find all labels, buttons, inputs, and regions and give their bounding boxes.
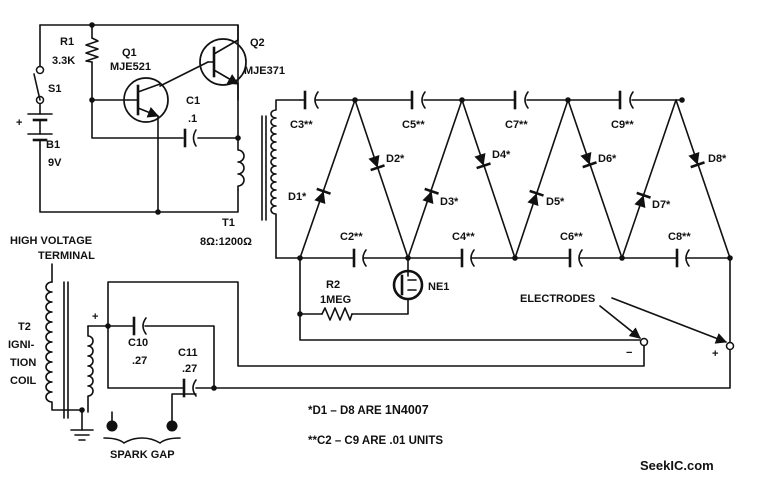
cap-c3 xyxy=(303,90,319,110)
diode-d6 xyxy=(580,151,597,169)
cap-c8 xyxy=(675,248,690,268)
spark-gap xyxy=(103,393,197,444)
b1-polarity: + xyxy=(16,117,22,129)
cap-c2-label: C2** xyxy=(340,231,363,243)
c1-capacitor xyxy=(183,128,197,148)
r1-resistor xyxy=(85,37,99,63)
diode-d4 xyxy=(474,152,491,170)
cap-c11-label: C11 xyxy=(178,347,198,359)
diode-d1-label: D1* xyxy=(288,191,307,203)
t1-ratio: 8Ω:1200Ω xyxy=(200,236,252,248)
b1-label: B1 xyxy=(46,139,60,151)
coil-output-wiring xyxy=(87,281,731,389)
q2-transistor xyxy=(199,24,247,101)
diode-note-part: 1N4007 xyxy=(385,403,429,417)
cap-c7 xyxy=(513,90,529,110)
b1-battery xyxy=(27,113,53,146)
cap-c6 xyxy=(568,248,583,268)
diode-d3-label: D3* xyxy=(440,196,459,208)
electrode-plus xyxy=(725,341,735,351)
cap-c4-label: C4** xyxy=(452,231,475,243)
electrodes-pointer-plus xyxy=(611,297,728,344)
cap-c10-value: .27 xyxy=(132,355,147,367)
electrode-plus-sign: + xyxy=(712,348,718,360)
electrode-minus xyxy=(639,337,649,347)
q1-transistor xyxy=(123,77,169,123)
r2-resistor xyxy=(321,307,353,321)
diode-d1 xyxy=(314,187,331,205)
hv-terminal-line1: HIGH VOLTAGE xyxy=(10,235,92,247)
diode-d8 xyxy=(688,151,705,169)
r2-value: 1MEG xyxy=(320,294,351,306)
cap-c10-label: C10 xyxy=(128,337,148,349)
b1-value: 9V xyxy=(48,157,62,169)
oscillator-wiring xyxy=(39,24,239,213)
q1-part: MJE521 xyxy=(110,61,151,73)
r1-value: 3.3K xyxy=(52,55,75,67)
diode-note-prefix: *D1 – D8 ARE xyxy=(308,405,385,417)
electrode-minus-sign: − xyxy=(626,347,632,359)
c1-value: .1 xyxy=(188,113,197,125)
cap-c9-label: C9** xyxy=(611,119,634,131)
q2-part: MJE371 xyxy=(244,65,285,77)
t1-label: T1 xyxy=(222,217,235,229)
cap-c5 xyxy=(410,90,426,110)
ne1-neon-lamp xyxy=(392,269,424,301)
diode-d4-label: D4* xyxy=(492,149,511,161)
t2-label-line2: IGNI- xyxy=(8,339,35,351)
q1-label: Q1 xyxy=(122,47,137,59)
c1-label: C1 xyxy=(186,95,200,107)
electrodes-label: ELECTRODES xyxy=(520,293,595,305)
diode-d7-label: D7* xyxy=(652,199,671,211)
diode-d7 xyxy=(634,191,651,209)
cap-c5-label: C5** xyxy=(402,119,425,131)
cap-note: **C2 – C9 ARE .01 UNITS xyxy=(308,435,443,447)
watermark: SeekIC.com xyxy=(640,458,714,473)
cap-c11-value: .27 xyxy=(182,363,197,375)
s1-switch xyxy=(33,65,45,115)
t2-polarity: + xyxy=(92,311,98,323)
q2-label: Q2 xyxy=(250,37,265,49)
ground-icon xyxy=(70,409,94,441)
cap-c9 xyxy=(618,90,634,110)
t2-label-line3: TION xyxy=(10,357,36,369)
diode-d5 xyxy=(527,189,544,207)
cap-c8-label: C8** xyxy=(668,231,691,243)
r1-label: R1 xyxy=(60,36,74,48)
t2-ignition-coil xyxy=(45,281,94,419)
t2-label-line4: COIL xyxy=(10,375,37,387)
diode-d5-label: D5* xyxy=(546,196,565,208)
diode-chain xyxy=(299,99,731,259)
ne1-label: NE1 xyxy=(428,281,449,293)
t2-label-line1: T2 xyxy=(18,321,31,333)
cap-c7-label: C7** xyxy=(505,119,528,131)
r2-label: R2 xyxy=(326,279,340,291)
cap-c3-label: C3** xyxy=(290,119,313,131)
diode-d3 xyxy=(422,187,439,205)
t1-transformer xyxy=(237,99,301,259)
diode-d2 xyxy=(368,154,385,172)
cap-c6-label: C6** xyxy=(560,231,583,243)
cap-c10 xyxy=(132,316,147,336)
multiplier-wiring xyxy=(275,99,731,343)
spark-gap-label: SPARK GAP xyxy=(110,449,175,461)
diode-d6-label: D6* xyxy=(598,153,617,165)
s1-label: S1 xyxy=(48,83,61,95)
diode-d2-label: D2* xyxy=(386,153,405,165)
cap-c4 xyxy=(460,248,475,268)
diode-note: *D1 – D8 ARE 1N4007 xyxy=(308,403,429,417)
cap-c2 xyxy=(352,248,367,268)
hv-terminal-line2: TERMINAL xyxy=(38,250,95,262)
electrodes-pointer-minus xyxy=(599,305,641,339)
diode-d8-label: D8* xyxy=(708,153,727,165)
